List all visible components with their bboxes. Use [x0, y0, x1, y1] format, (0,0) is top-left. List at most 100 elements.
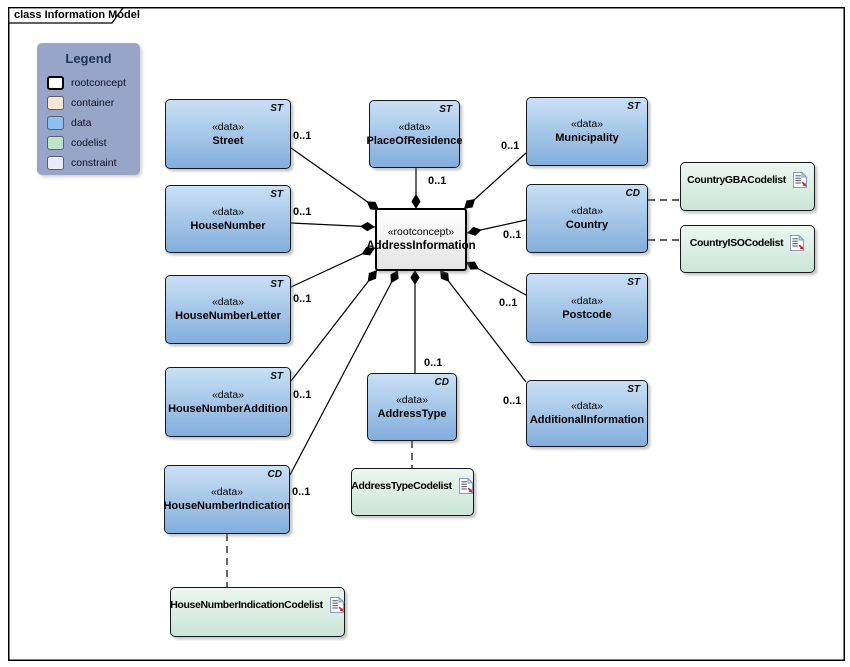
codelist-name-row: CountryISOCodelist — [681, 234, 814, 252]
node-house-number-letter[interactable]: ST «data» HouseNumberLetter — [165, 275, 291, 344]
legend-label: constraint — [71, 156, 117, 169]
multiplicity-label-municipality: 0..1 — [501, 140, 520, 152]
connector-additional-information — [439, 269, 527, 383]
multiplicity-label-place-of-residence: 0..1 — [428, 175, 447, 187]
codelist-name: CountryISOCodelist — [689, 237, 784, 249]
multiplicity-label-street: 0..1 — [293, 130, 312, 142]
connector-house-number-indication — [289, 269, 399, 476]
node-address-information-root[interactable]: «rootconcept» AddressInformation — [366, 208, 476, 271]
node-name: Street — [212, 134, 244, 147]
legend-swatch-constraint — [47, 155, 64, 170]
type-tag: ST — [439, 104, 452, 115]
multiplicity-label-additional-information: 0..1 — [503, 395, 522, 407]
multiplicity-label-house-number: 0..1 — [293, 206, 312, 218]
stereotype: «data» — [211, 296, 245, 308]
multiplicity-label-house-number-letter: 0..1 — [293, 293, 312, 305]
type-tag: CD — [434, 377, 449, 388]
multiplicity-label-house-number-indication: 0..1 — [292, 486, 311, 498]
legend-item-rootconcept: rootconcept — [47, 75, 126, 90]
type-tag: CD — [625, 188, 640, 199]
node-address-type[interactable]: CD «data»AddressType — [367, 373, 457, 441]
diagram-frame-tab — [8, 7, 125, 24]
legend-label: container — [71, 96, 115, 109]
node-additional-information[interactable]: ST «data» AdditionalInformation — [526, 380, 648, 447]
codelist-name-row: AddressTypeCodelist — [351, 477, 474, 495]
type-tag: ST — [270, 189, 283, 200]
node-name: AddressType — [377, 407, 447, 420]
legend-swatch-container — [47, 95, 64, 110]
multiplicity-label-house-number-addition: 0..1 — [293, 389, 312, 401]
stereotype: «data» — [211, 120, 245, 133]
stereotype: «data» — [210, 486, 244, 498]
node-house-number-addition[interactable]: ST «data»HouseNumberAddition — [165, 367, 291, 437]
connector-house-number-addition — [290, 269, 378, 382]
stereotype: «data» — [570, 400, 604, 412]
stereotype: «data» — [570, 118, 604, 130]
type-tag: ST — [270, 279, 283, 290]
type-tag: ST — [627, 277, 640, 288]
node-place-of-residence[interactable]: ST «data»PlaceOfResidence — [366, 100, 463, 168]
stereotype: «data» — [395, 393, 429, 406]
codelist-name: AddressTypeCodelist — [351, 480, 452, 492]
stereotype: «data» — [570, 294, 604, 307]
node-municipality[interactable]: ST«data»Municipality — [526, 97, 648, 166]
composition-diamond-house-number-indication — [390, 270, 399, 284]
composition-diamond-address-type — [410, 270, 420, 285]
legend-label: data — [71, 116, 92, 129]
node-name: PlaceOfResidence — [366, 134, 463, 147]
diagram-frame-border — [8, 7, 845, 661]
multiplicity-label-postcode: 0..1 — [499, 297, 518, 309]
node-name: HouseNumberIndication — [163, 500, 291, 512]
multiplicity-label-country: 0..1 — [503, 229, 522, 241]
legend-title: Legend — [65, 51, 112, 66]
type-tag: ST — [270, 371, 283, 382]
node-country-iso-codelist[interactable]: CountryISOCodelist — [680, 225, 815, 273]
node-address-type-codelist[interactable]: AddressTypeCodelist — [351, 468, 474, 516]
codelist-name: CountryGBACodelist — [687, 174, 786, 186]
legend-swatch-codelist — [47, 135, 64, 150]
node-name: Municipality — [555, 132, 619, 144]
document-icon — [458, 477, 474, 494]
root-name: AddressInformation — [366, 240, 476, 252]
legend-item-data: data — [47, 115, 91, 130]
composition-diamond-house-number-addition — [367, 270, 377, 282]
codelist-name: HouseNumberIndicationCodelist — [170, 599, 323, 611]
node-house-number[interactable]: ST«data»HouseNumber — [165, 185, 291, 253]
node-street[interactable]: ST«data»Street — [165, 99, 291, 169]
connector-house-number-letter — [290, 247, 376, 288]
node-name: AdditionalInformation — [529, 414, 645, 426]
node-name: Postcode — [562, 308, 612, 321]
node-country-gba-codelist[interactable]: CountryGBACodelist — [680, 162, 815, 211]
composition-diamond-additional-information — [440, 270, 450, 282]
composition-diamond-house-number-letter — [361, 246, 375, 256]
root-stereotype: «rootconcept» — [387, 226, 455, 238]
document-icon — [792, 171, 808, 188]
composition-diamond-place-of-residence — [411, 194, 421, 209]
stereotype: «data» — [398, 120, 431, 133]
legend-item-container: container — [47, 95, 114, 110]
codelist-name-row: CountryGBACodelist — [681, 171, 814, 189]
stereotype: «data» — [211, 388, 245, 401]
legend-item-codelist: codelist — [47, 135, 107, 150]
stereotype: «data» — [570, 205, 604, 217]
legend-label: rootconcept — [71, 76, 126, 89]
node-postcode[interactable]: ST «data»Postcode — [526, 273, 648, 343]
node-country[interactable]: CD «data» Country — [526, 184, 648, 253]
document-icon — [790, 234, 805, 251]
node-house-number-indication[interactable]: CD«data»HouseNumberIndication — [163, 465, 291, 534]
multiplicity-label-address-type: 0..1 — [424, 357, 443, 369]
node-house-number-indication-codelist[interactable]: HouseNumberIndicationCodelist — [170, 587, 345, 637]
document-icon — [329, 596, 345, 613]
node-name: Country — [565, 219, 609, 231]
composition-diamond-house-number — [360, 222, 375, 232]
node-name: HouseNumberLetter — [175, 310, 281, 322]
node-name: HouseNumberAddition — [168, 402, 288, 415]
legend-swatch-rootconcept — [47, 75, 64, 90]
codelist-name-row: HouseNumberIndicationCodelist — [170, 596, 345, 614]
type-tag: ST — [627, 384, 640, 395]
legend-swatch-data — [47, 115, 64, 130]
composition-diamond-street — [366, 201, 379, 210]
diagram-frame-title: class Information Model — [14, 9, 140, 21]
